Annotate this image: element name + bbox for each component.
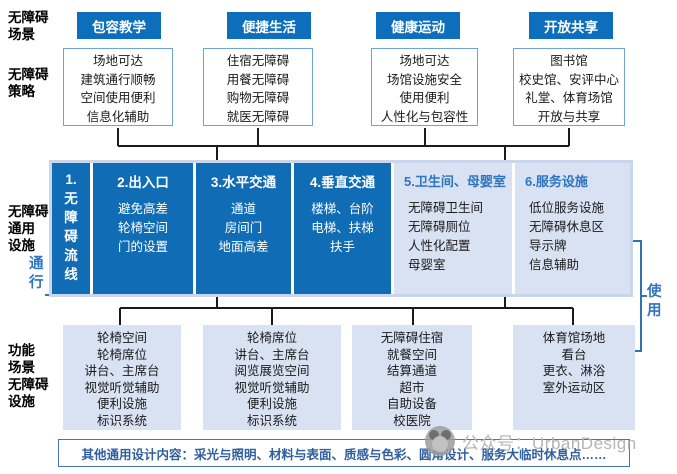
watermark-text: 公众号：UrbanDesign (462, 433, 637, 453)
scene-button-convenient-life: 便捷生活 (227, 12, 311, 39)
band-section-title: 5.卫生间、母婴室 (404, 174, 506, 189)
band-section-flowline: 1. 无 障 碍 流 线 (52, 163, 90, 294)
band-section-service-facilities: 6.服务设施 低位服务设施 无障碍休息区 导示牌 信息辅助 (515, 163, 630, 294)
band-section-items: 通道 房间门 地面高差 (218, 202, 269, 254)
scene-button-inclusive-teaching: 包容教学 (77, 12, 161, 39)
band-section-title: 1. 无 障 碍 流 线 (64, 172, 78, 282)
strategy-box-life: 住宿无障碍 用餐无障碍 购物无障碍 就医无障碍 (203, 48, 313, 126)
functional-box-living: 无障碍住宿 就餐空间 结算通道 超市 自助设备 校医院 (352, 325, 472, 430)
functional-box-assembly: 轮椅席位 讲台、主席台 阅览展览空间 视觉听觉辅助 便利设施 标识系统 (203, 325, 341, 430)
functional-box-sports: 体育馆场地 看台 更衣、淋浴 室外运动区 (513, 325, 635, 430)
strategy-box-sports: 场地可达 场馆设施安全 使用便利 人性化与包容性 (371, 48, 478, 126)
band-section-entrance: 2.出入口 避免高差 轮椅空间 门的设置 (93, 163, 193, 294)
band-section-title: 3.水平交通 (210, 175, 277, 190)
band-section-items: 避免高差 轮椅空间 门的设置 (117, 202, 168, 254)
strategy-box-teaching: 场地可达 建筑通行顺畅 空间使用便利 信息化辅助 (63, 48, 173, 126)
strategy-box-sharing: 图书馆 校史馆、安评中心 礼堂、体育场馆 开放与共享 (513, 48, 625, 126)
general-facilities-band: 1. 无 障 碍 流 线 2.出入口 避免高差 轮椅空间 门的设置 3.水平交通… (52, 163, 630, 294)
band-section-toilet-nursery: 5.卫生间、母婴室 无障碍卫生间 无障碍厕位 人性化配置 母婴室 (394, 163, 512, 294)
band-section-title: 4.垂直交通 (309, 175, 376, 190)
row-label-scene: 无障碍 场景 (8, 10, 49, 42)
watermark: 公众号：UrbanDesign (424, 425, 637, 457)
row-label-strategy: 无障碍 策略 (8, 67, 49, 99)
band-section-title: 2.出入口 (117, 175, 169, 190)
circulation-label: 通 行 (29, 256, 44, 291)
watermark-logo-icon (425, 426, 455, 456)
band-section-title: 6.服务设施 (525, 174, 588, 189)
functional-box-teaching: 轮椅空间 轮椅席位 讲台、主席台 视觉听觉辅助 便利设施 标识系统 (63, 325, 181, 430)
scene-button-open-sharing: 开放共享 (529, 12, 613, 39)
band-section-items: 楼梯、台阶 电梯、扶梯 扶手 (311, 202, 374, 254)
other-design-note: 其他通用设计内容：采光与照明、材料与表面、质感与色彩、圆角设计、服务大临时休息点… (58, 439, 630, 467)
band-section-items: 无障碍卫生间 无障碍厕位 人性化配置 母婴室 (408, 201, 484, 272)
scene-button-healthy-sports: 健康运动 (376, 12, 460, 39)
row-label-general: 无障碍 通用 设施 (8, 204, 49, 253)
row-label-functional: 功能 场景 无障碍 设施 (8, 343, 49, 409)
band-section-vertical-traffic: 4.垂直交通 楼梯、台阶 电梯、扶梯 扶手 (294, 163, 391, 294)
band-section-horizontal-traffic: 3.水平交通 通道 房间门 地面高差 (196, 163, 291, 294)
use-label: 使 用 (647, 284, 662, 319)
band-section-items: 低位服务设施 无障碍休息区 导示牌 信息辅助 (529, 201, 605, 272)
